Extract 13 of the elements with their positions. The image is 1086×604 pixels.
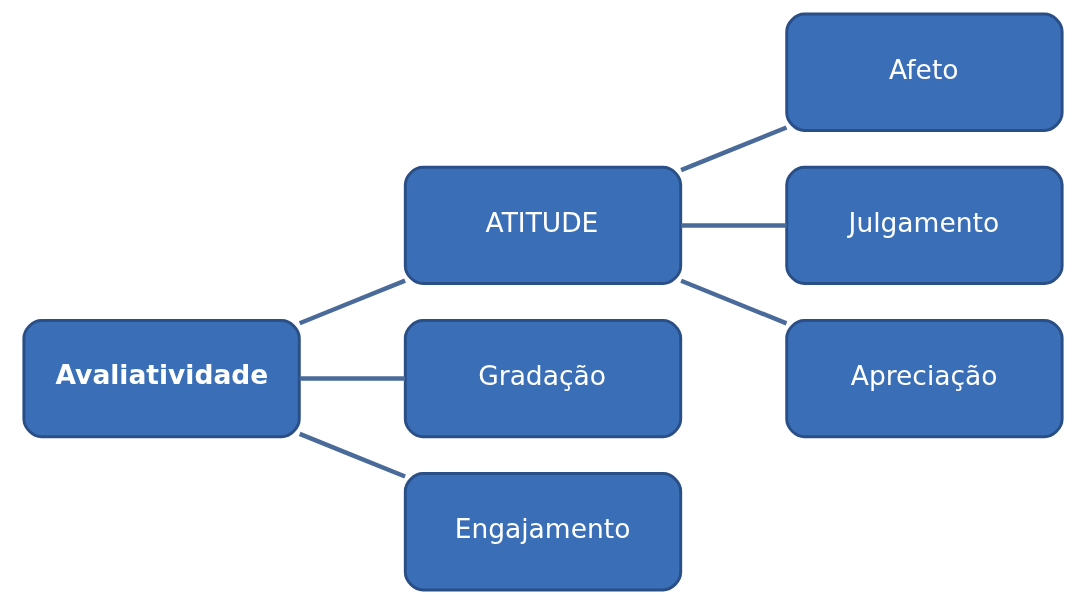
node-box: Julgamento bbox=[785, 165, 1064, 286]
connector bbox=[298, 431, 406, 479]
connector bbox=[680, 278, 788, 326]
connector bbox=[298, 278, 406, 326]
node-box: Avaliatividade bbox=[22, 318, 301, 439]
node-box: Afeto bbox=[785, 12, 1064, 132]
node-box: ATITUDE bbox=[403, 165, 683, 286]
node-box: Engajamento bbox=[403, 472, 683, 592]
node-box: Apreciação bbox=[785, 318, 1064, 439]
connector bbox=[299, 376, 406, 381]
node-box: Gradação bbox=[403, 318, 683, 439]
connector bbox=[680, 125, 788, 173]
connector bbox=[681, 223, 787, 228]
